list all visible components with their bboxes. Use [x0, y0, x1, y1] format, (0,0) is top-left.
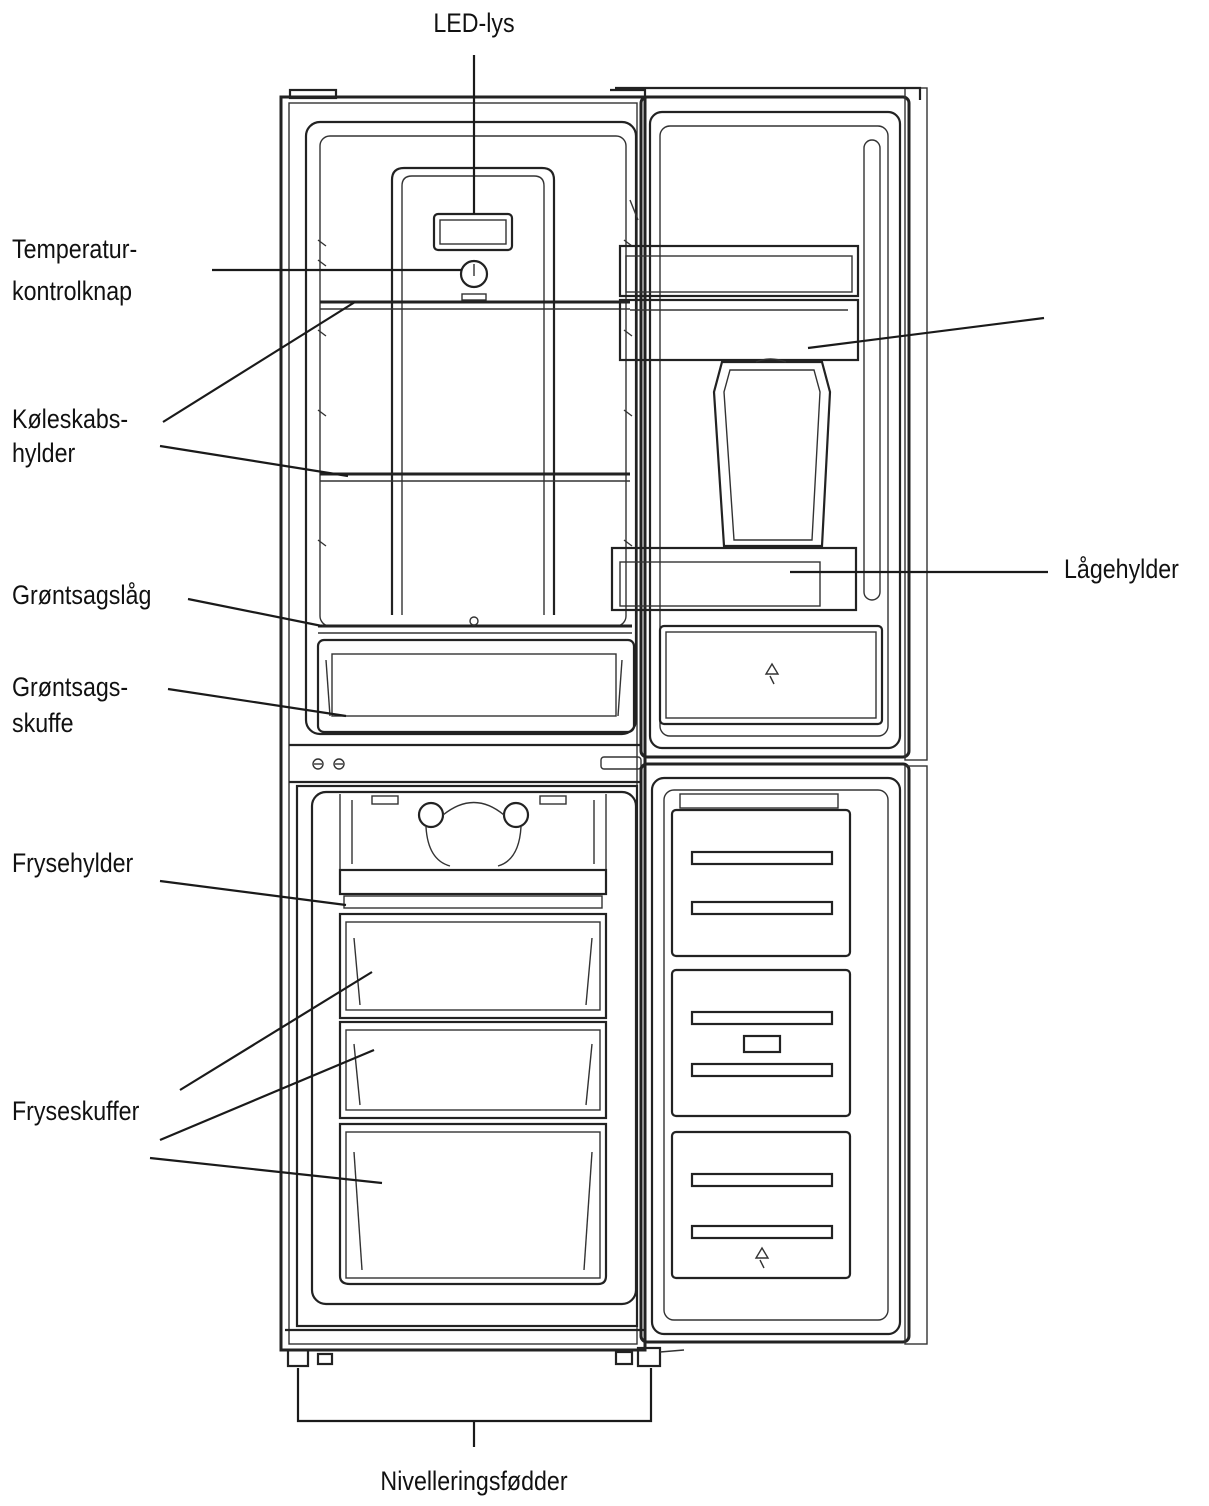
cabinet-body — [279, 88, 647, 1352]
leader-door-shelf-upper — [807, 316, 1045, 350]
label-crisper-drawer-line1: Grøntsags- — [12, 672, 129, 702]
leader-freezer-drawer-1 — [179, 971, 373, 1091]
fridge-compartment — [304, 120, 638, 736]
label-leveling-feet: Nivelleringsfødder — [380, 1466, 568, 1496]
leader-fridge-shelf-2 — [159, 444, 349, 478]
label-temperature-knob-line2: kontrolknap — [12, 276, 133, 306]
leader-freezer-drawer-2 — [159, 1048, 375, 1142]
label-crisper-drawer-line2: skuffe — [12, 708, 74, 738]
label-freezer-shelves: Frysehylder — [12, 848, 134, 878]
label-crisper-lid: Grøntsagslåg — [12, 580, 152, 610]
label-led-light: LED-lys — [433, 8, 515, 38]
label-temperature-knob-line1: Temperatur- — [12, 234, 138, 264]
leader-fridge-shelf-1 — [162, 301, 356, 423]
fridge-door — [610, 86, 928, 761]
label-fridge-shelves-line1: Køleskabs- — [12, 404, 129, 434]
leader-crisper-lid — [187, 597, 323, 628]
leader-freezer-shelf — [159, 879, 347, 907]
leader-freezer-drawer-3 — [149, 1156, 383, 1185]
label-fridge-shelves-line2: hylder — [12, 438, 76, 468]
leveling-feet — [286, 1346, 685, 1447]
label-freezer-drawers: Fryseskuffer — [12, 1096, 140, 1126]
leader-crisper-drawer — [167, 687, 347, 718]
label-door-shelves: Lågehylder — [1064, 554, 1179, 584]
freezer-compartment — [295, 784, 639, 1328]
freezer-door — [639, 762, 928, 1345]
leader-lines — [149, 55, 1048, 1185]
